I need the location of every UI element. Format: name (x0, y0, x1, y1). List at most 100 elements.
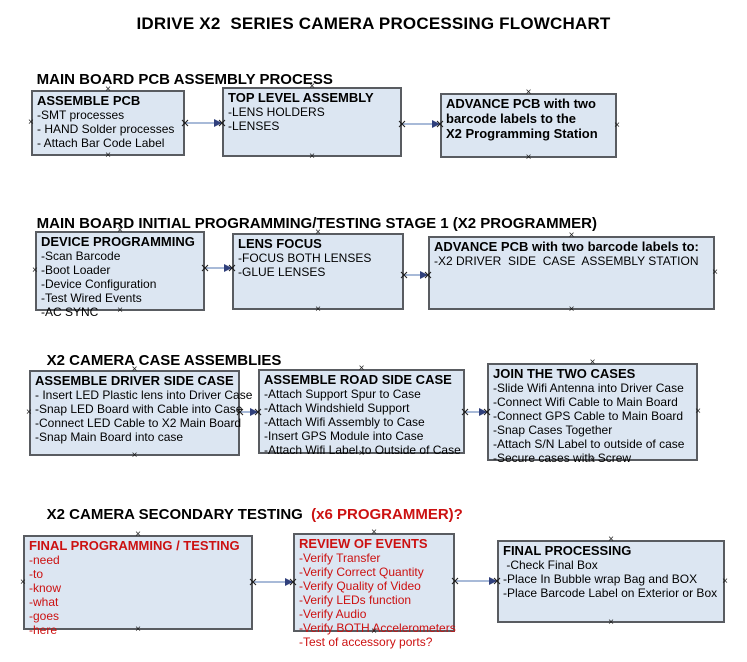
connection-handle-icon: × (28, 117, 34, 128)
box-line: -Slide Wifi Antenna into Driver Case (493, 381, 684, 395)
box-line: -Snap Cases Together (493, 423, 613, 437)
box-line: -X2 DRIVER SIDE CASE ASSEMBLY STATION (434, 254, 699, 268)
box-line: -LENS HOLDERS (228, 105, 325, 119)
box-lines: -LENS HOLDERS-LENSES (228, 105, 397, 133)
connection-handle-icon: × (608, 534, 614, 545)
connection-handle-icon: × (131, 450, 138, 461)
box-line: -goes (29, 609, 60, 623)
flow-box-device-programming: × × DEVICE PROGRAMMING -Scan Barcode-Boo… (32, 226, 205, 319)
box-line: -need (29, 553, 60, 567)
box-line: -Verify LEDs function (299, 593, 412, 607)
box-title: ADVANCE PCB with two barcode labels to t… (446, 96, 598, 141)
section-heading-initial-programming: MAIN BOARD INITIAL PROGRAMMING/TESTING S… (20, 198, 597, 249)
connection-handle-icon: × (117, 305, 123, 316)
box-lines: -Slide Wifi Antenna into Driver Case-Con… (493, 381, 693, 465)
connection-handle-icon: × (608, 617, 614, 628)
connection-handle-icon: × (722, 575, 728, 587)
box-lines: -Verify Transfer-Verify Correct Quantity… (299, 551, 456, 649)
connection-handle-icon: × (371, 527, 377, 538)
flow-box-final-programming-testing: × × FINAL PROGRAMMING / TESTING -need-to… (20, 530, 253, 637)
box-line: -Verify BOTH Accelerometers (299, 621, 456, 635)
flow-box-review-of-events: × REVIEW OF EVENTS -Verify Transfer-Veri… (293, 528, 456, 649)
box-line: -know (29, 581, 62, 595)
box-title: ASSEMBLE DRIVER SIDE CASE (35, 373, 234, 388)
box-title: JOIN THE TWO CASES (493, 366, 636, 381)
connection-handle-icon: × (309, 81, 315, 92)
box-line: -Verify Transfer (299, 551, 381, 565)
connection-handle-icon: × (105, 84, 111, 95)
box-line: -Secure cases with Screw (493, 451, 632, 465)
box-line: -Connect LED Cable to X2 Main Board (35, 416, 242, 430)
box-title: FINAL PROCESSING (503, 543, 632, 558)
box-line: -Verify Quality of Video (299, 579, 421, 593)
connection-handle-icon: × (135, 529, 141, 540)
box-line: -Scan Barcode (41, 249, 121, 263)
connection-handle-icon: × (568, 230, 575, 241)
box-line: -Attach Support Spur to Case (264, 387, 421, 401)
section-heading-label: MAIN BOARD PCB ASSEMBLY PROCESS (36, 71, 333, 88)
connection-handle-icon: × (568, 304, 575, 315)
box-line: -Attach Windshield Support (264, 401, 410, 415)
connection-handle-icon: × (315, 227, 321, 238)
connection-handle-icon: × (32, 265, 38, 276)
box-line: -Place In Bubble wrap Bag and BOX (503, 572, 698, 586)
box-title: TOP LEVEL ASSEMBLY (228, 90, 374, 105)
flow-arrow-icon (201, 264, 236, 272)
connection-handle-icon: × (358, 448, 365, 459)
connection-handle-icon: × (358, 363, 365, 374)
connection-handle-icon: × (135, 624, 141, 635)
connection-handle-icon: × (525, 87, 532, 98)
box-line: -Test of accessory ports? (299, 635, 433, 649)
connection-handle-icon: × (371, 626, 377, 637)
box-line: -Verify Correct Quantity (299, 565, 424, 579)
box-title: FINAL PROGRAMMING / TESTING (29, 538, 240, 553)
box-lines: -Attach Support Spur to Case-Attach Wind… (264, 387, 461, 457)
flow-box-top-level-assembly: × TOP LEVEL ASSEMBLY -LENS HOLDERS-LENSE… (222, 82, 402, 162)
box-line: - Attach Bar Code Label (37, 136, 165, 150)
connection-handle-icon: × (614, 119, 620, 131)
box-line: -Insert GPS Module into Case (264, 429, 424, 443)
box-line: -Attach S/N Label to outside of case (493, 437, 685, 451)
section-heading-case-assemblies: X2 CAMERA CASE ASSEMBLIES (30, 335, 282, 386)
box-line: -to (29, 567, 44, 581)
box-line: -Check Final Box (503, 558, 598, 572)
box-lines: -SMT processes- HAND Solder processes- A… (37, 108, 180, 150)
connection-handle-icon: × (20, 576, 26, 588)
box-title: ASSEMBLE ROAD SIDE CASE (264, 372, 452, 387)
box-title: LENS FOCUS (238, 236, 322, 251)
box-line: -Connect GPS Cable to Main Board (493, 409, 684, 423)
section-heading-label: X2 CAMERA CASE ASSEMBLIES (46, 352, 282, 369)
connection-handle-icon: × (131, 364, 138, 375)
flow-box-assemble-road-side-case: × ASSEMBLE ROAD SIDE CASE -Attach Suppor… (258, 364, 465, 459)
box-line: -FOCUS BOTH LENSES (238, 251, 372, 265)
box-line: -Place Barcode Label on Exterior or Box (503, 586, 718, 600)
box-line: -GLUE LENSES (238, 265, 326, 279)
box-line: - Insert LED Plastic lens into Driver Ca… (35, 388, 253, 402)
box-line: -SMT processes (37, 108, 125, 122)
flow-box-join-the-two-cases: × × JOIN THE TWO CASES -Slide Wifi Anten… (487, 358, 701, 466)
section-heading-secondary-testing: X2 CAMERA SECONDARY TESTING (x6 PROGRAMM… (30, 489, 463, 540)
box-title: ADVANCE PCB with two barcode labels to: (434, 239, 699, 254)
flow-box-assemble-pcb: × × ASSEMBLE PCB -SMT processes- HAND So… (28, 85, 185, 161)
connection-handle-icon: × (315, 304, 321, 315)
flow-box-advance-pcb-driver-side-station: × × ADVANCE PCB with two barcode labels … (428, 231, 718, 315)
connection-handle-icon: × (589, 455, 596, 466)
box-line: -Boot Loader (41, 263, 111, 277)
flow-box-lens-focus: × LENS FOCUS -FOCUS BOTH LENSES-GLUE LEN… (232, 228, 404, 315)
connection-handle-icon: × (117, 225, 123, 236)
section-heading-label: X2 CAMERA SECONDARY TESTING (46, 506, 307, 523)
box-line: -Snap LED Board with Cable into Case (35, 402, 243, 416)
flow-arrow-icon (398, 120, 444, 128)
connection-handle-icon: × (712, 267, 718, 278)
box-line: -Attach Wifi Assembly to Case (264, 415, 425, 429)
connection-handle-icon: × (695, 406, 701, 417)
box-line: -Connect Wifi Cable to Main Board (493, 395, 678, 409)
box-lines: -need-to-know-what-goes-here (29, 553, 248, 637)
box-lines: - Insert LED Plastic lens into Driver Ca… (35, 388, 253, 444)
section-heading-pcb-assembly: MAIN BOARD PCB ASSEMBLY PROCESS (20, 54, 333, 105)
flow-arrow-icon (461, 408, 491, 416)
connection-handle-icon: × (525, 152, 532, 163)
box-title: ASSEMBLE PCB (37, 93, 141, 108)
section-heading-red-label: (x6 PROGRAMMER)? (306, 506, 463, 523)
connection-handle-icon: × (309, 151, 315, 162)
